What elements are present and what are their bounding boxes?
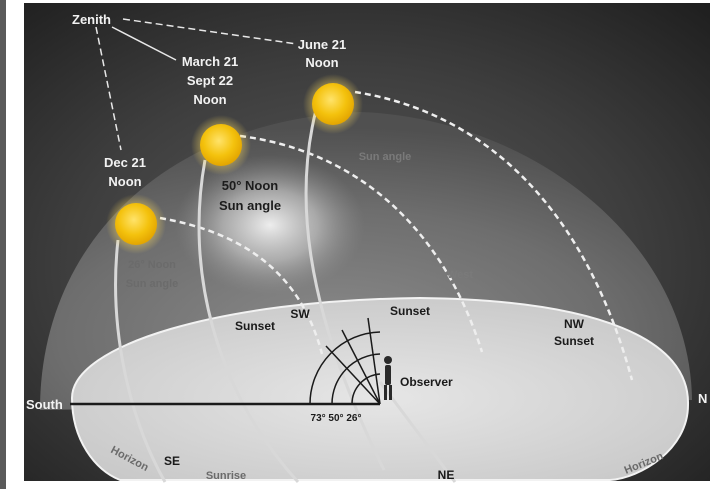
arc-73 [309, 331, 381, 405]
ne-direction-line [378, 381, 457, 483]
nw-sunset-label-1: NW [564, 317, 585, 331]
march-label-1: March 21 [182, 54, 238, 69]
march-label-2: Sept 22 [187, 73, 233, 88]
sw-label: SW [290, 307, 310, 321]
dec-sun-path [159, 216, 324, 355]
zenith-to-june-line [122, 18, 298, 45]
angle-ray-1 [325, 345, 381, 405]
angle-ray-2 [341, 329, 381, 405]
se-label: SE [164, 454, 180, 468]
nw-sunset-label-2: Sunset [554, 334, 594, 348]
dec-label-1: Dec 21 [104, 155, 146, 170]
sunset-right-label: Sunset [390, 304, 430, 318]
sun-december [106, 194, 166, 254]
june-label-2: Noon [305, 55, 338, 70]
angle-values-label: 73° 50° 26° [311, 413, 362, 424]
ne-label: NE [438, 468, 455, 482]
arc-50 [331, 353, 381, 405]
march-sun-path [239, 134, 484, 353]
zenith-guides [95, 18, 298, 151]
sunset-left-label: Sunset [235, 319, 275, 333]
sun-march [191, 115, 251, 175]
dec-label-2: Noon [108, 174, 141, 189]
person-figure-icon [384, 356, 392, 400]
zenith-to-march-line [111, 26, 177, 61]
angle-ray-3 [367, 317, 381, 405]
west-label: West [447, 269, 473, 281]
zenith-to-dec-line [95, 26, 122, 151]
march-ray [197, 159, 300, 484]
june-sun-path [354, 90, 634, 381]
sky-haze [175, 155, 365, 295]
june-angle-label-2: Sun angle [359, 151, 412, 163]
dec-angle-label-1: 26° Noon [128, 259, 176, 271]
angle-arcs [309, 317, 381, 405]
march-angle-label-2: Sun angle [219, 198, 281, 213]
dec-ray [114, 239, 167, 483]
ground-plane [70, 296, 690, 481]
sun-june [303, 74, 363, 134]
dec-angle-label-2: Sun angle [126, 278, 179, 290]
june-label-1: June 21 [298, 37, 346, 52]
march-label-3: Noon [193, 92, 226, 107]
zenith-label: Zenith [72, 12, 111, 27]
sunrise-label: Sunrise [206, 470, 246, 482]
north-label: N [698, 391, 707, 406]
south-label: South [26, 397, 63, 412]
march-angle-label-1: 50° Noon [222, 178, 279, 193]
observer-label: Observer [400, 375, 453, 389]
adjacent-panel-strip [0, 0, 6, 489]
sun-paths [159, 90, 634, 381]
